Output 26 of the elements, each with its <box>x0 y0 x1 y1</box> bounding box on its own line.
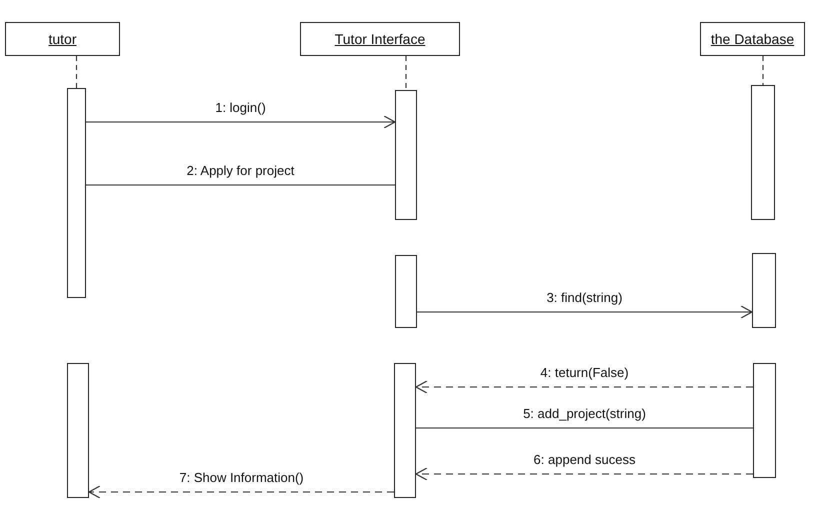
lifeline <box>76 56 78 88</box>
activation-bar <box>395 90 417 220</box>
message-label: 2: Apply for project <box>184 163 296 178</box>
message-arrow <box>415 380 753 394</box>
message-label: 7: Show Information() <box>177 470 306 485</box>
message-label: 3: find(string) <box>544 290 624 305</box>
lifeline <box>762 56 764 85</box>
participant-box: the Database <box>700 22 805 56</box>
activation-bar <box>752 253 776 328</box>
message-label: 1: login() <box>213 100 268 115</box>
participant-box: tutor <box>5 22 120 56</box>
message-arrow <box>88 485 394 499</box>
message-label: 4: teturn(False) <box>538 365 631 380</box>
message-label: 5: add_project(string) <box>521 406 648 421</box>
activation-bar <box>394 363 416 498</box>
message-arrow <box>86 115 396 129</box>
message-arrow <box>415 467 753 481</box>
activation-bar <box>753 363 776 478</box>
activation-bar <box>395 255 417 328</box>
message-arrow <box>417 305 753 319</box>
activation-bar <box>67 88 86 298</box>
activation-bar <box>67 363 89 498</box>
message-label: 6: append sucess <box>532 452 638 467</box>
participant-box: Tutor Interface <box>300 22 460 56</box>
activation-bar <box>751 85 775 220</box>
lifeline <box>405 56 407 90</box>
